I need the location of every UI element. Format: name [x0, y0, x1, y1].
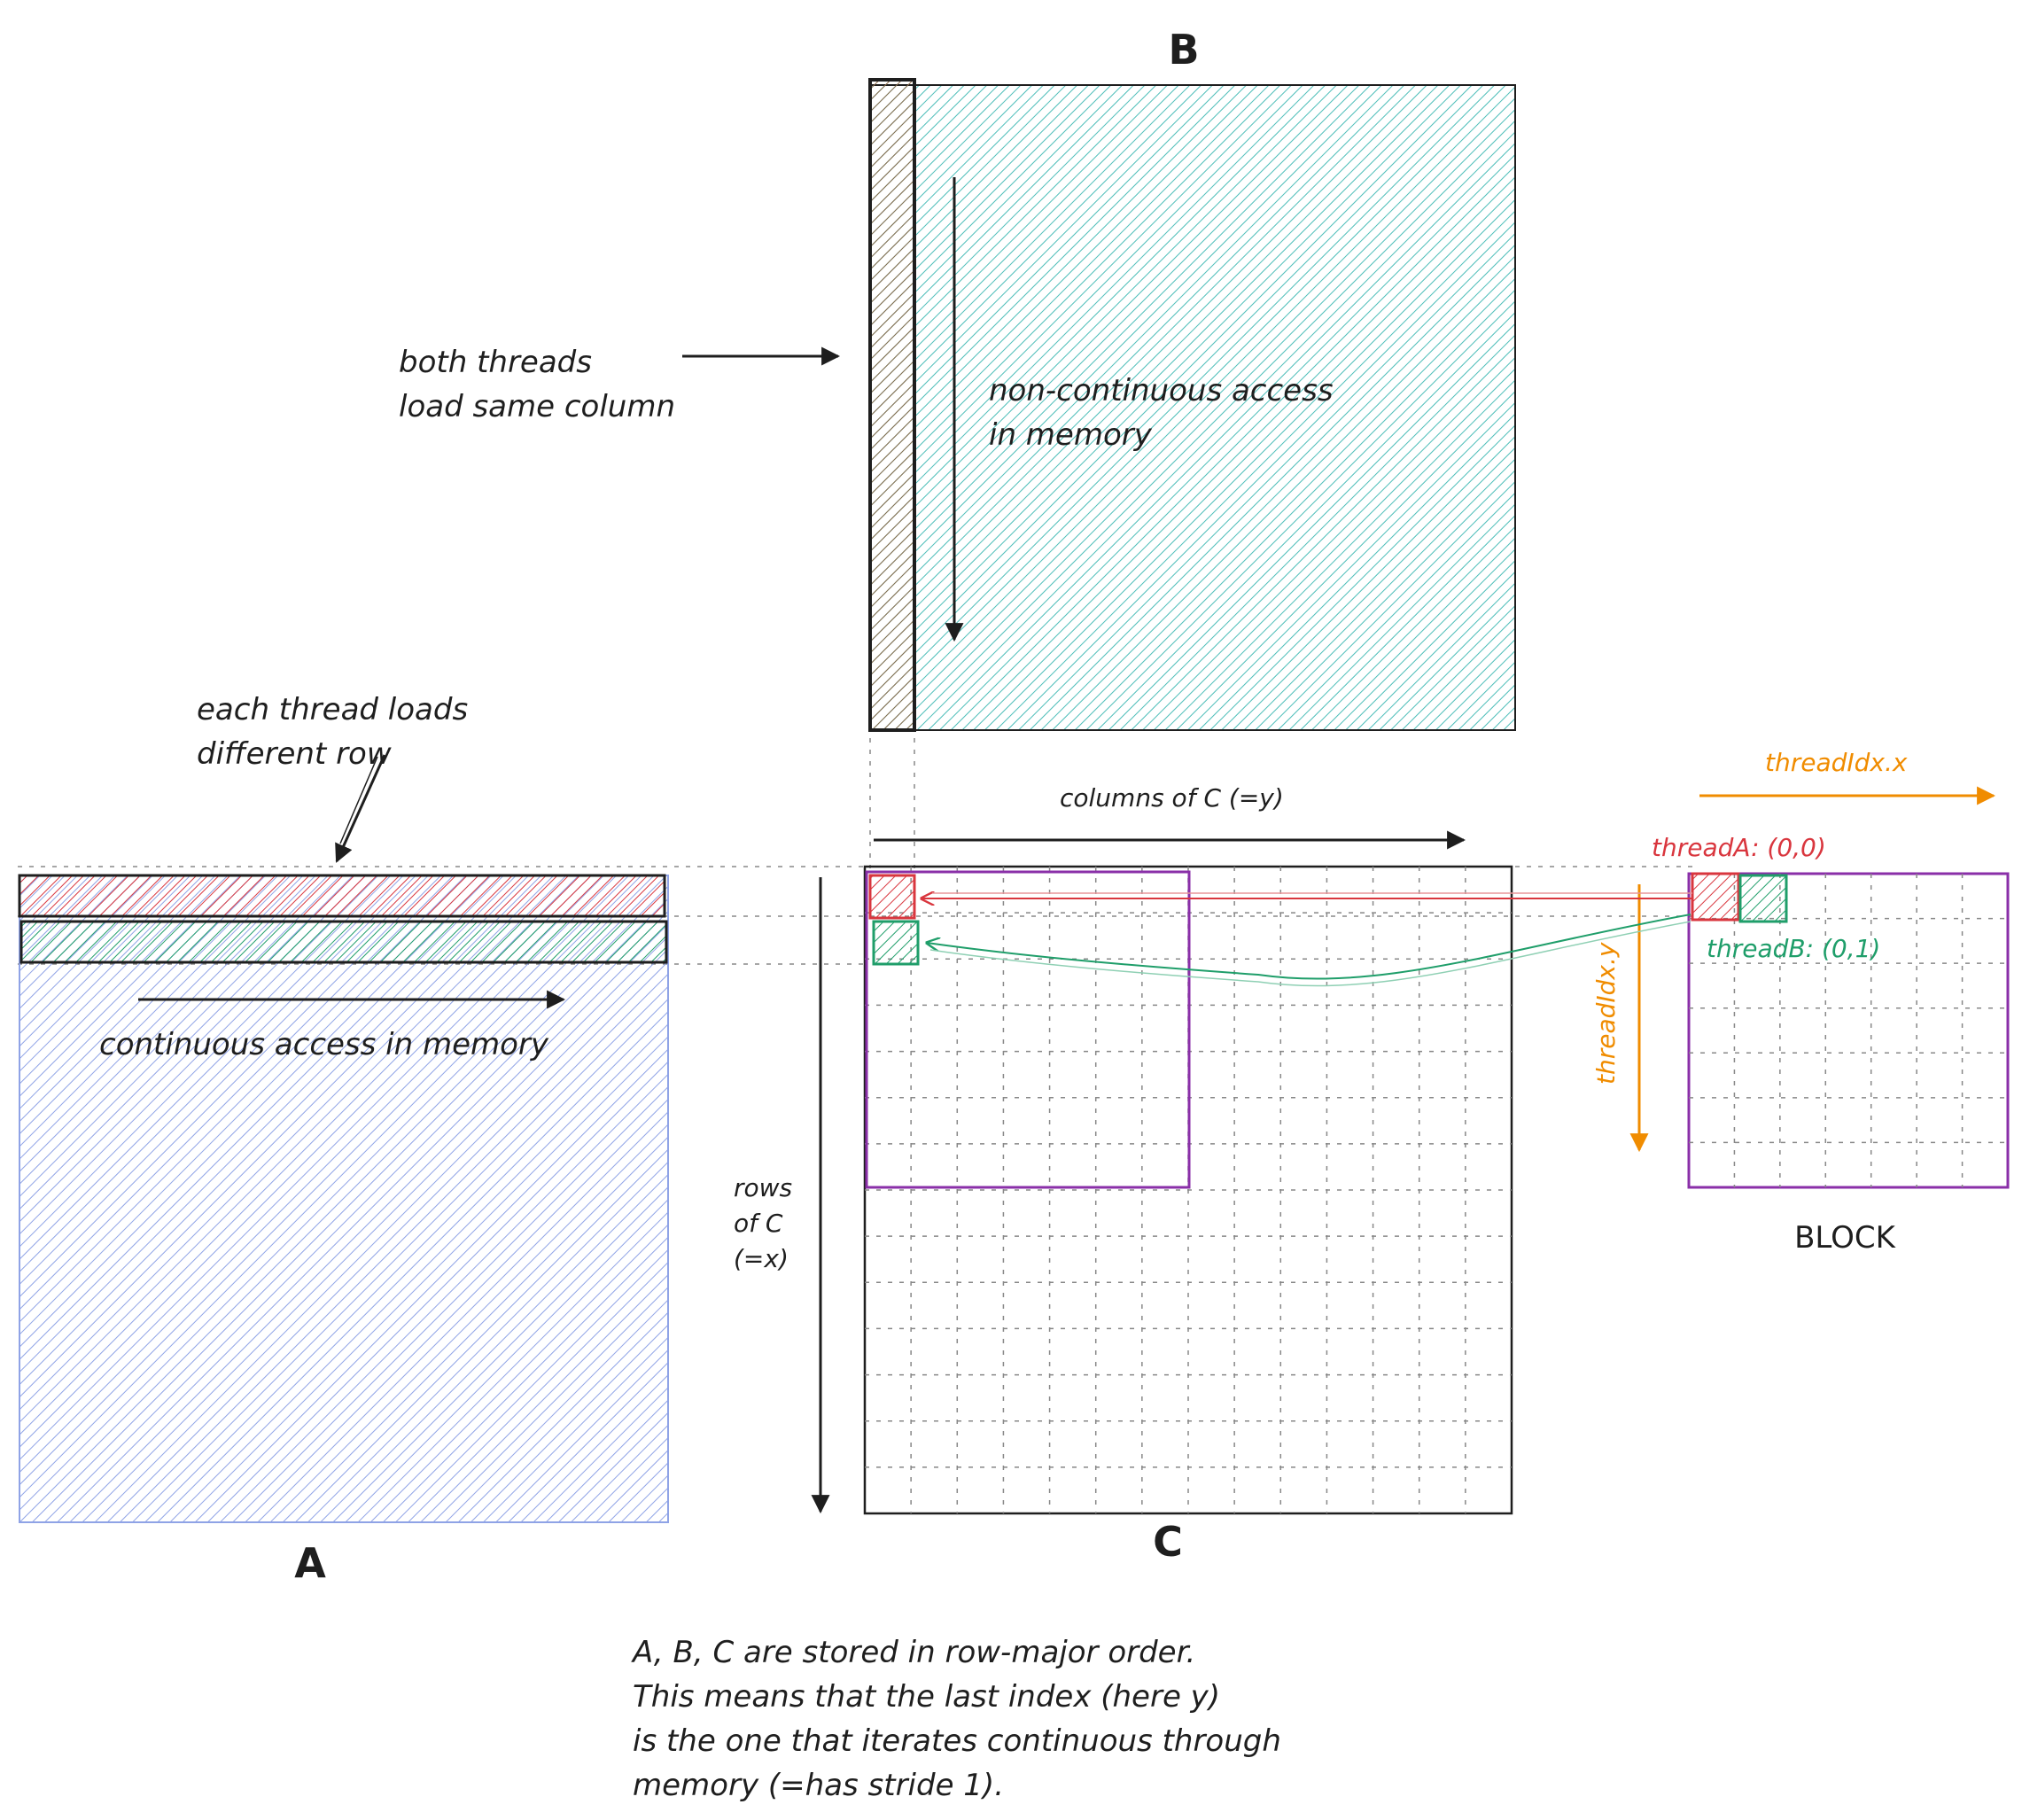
footnote-line3: is the one that iterates continuous thro… — [633, 1723, 1281, 1759]
each-thread-pointer-arrow — [335, 754, 386, 863]
footnote-line4: memory (=has stride 1). — [633, 1768, 1004, 1803]
thread-b-mapping-arrow-shadow — [929, 921, 1691, 987]
footnote-line2: This means that the last index (here y) — [633, 1679, 1220, 1715]
thread-idx-y-text: threadIdx.y — [1591, 942, 1621, 1085]
matrix-a-label: A — [294, 1539, 326, 1587]
matrix-c-label: C — [1153, 1518, 1183, 1566]
rows-of-c-text-line3: (=x) — [734, 1244, 789, 1273]
thread-b-text: threadB: (0,1) — [1707, 934, 1880, 963]
matrix-a — [18, 874, 669, 1523]
columns-of-c-text: columns of C (=y) — [1060, 783, 1284, 813]
matrix-b-label: B — [1168, 26, 1199, 74]
block-grid — [1689, 874, 2008, 1187]
matrix-c-cell-thread-a — [868, 874, 916, 920]
matrix-c-cell-thread-b — [872, 920, 920, 966]
non-continuous-text-line1: non-continuous access — [989, 373, 1334, 408]
thread-a-text: threadA: (0,0) — [1652, 833, 1826, 862]
each-thread-text-line1: each thread loads — [197, 692, 468, 727]
thread-b-mapping-arrow — [927, 914, 1691, 980]
footnote-line1: A, B, C are stored in row-major order. — [631, 1635, 1195, 1670]
each-thread-pointer-arrow-stroke2 — [339, 756, 378, 844]
thread-idx-x-text: threadIdx.x — [1765, 748, 1908, 777]
matrix-b — [868, 78, 1516, 732]
matrix-a-thread-b-row — [19, 920, 668, 964]
each-thread-text-line2: different row — [197, 736, 392, 772]
block — [1687, 872, 2010, 1189]
matrix-c-grid — [865, 867, 1512, 1513]
rows-of-c-text-line1: rows — [734, 1173, 792, 1202]
matrix-c-block-outline — [865, 870, 1191, 1189]
block-cell-thread-a — [1691, 872, 1740, 922]
matrix-a-thread-a-row — [18, 874, 666, 918]
continuous-access-text: continuous access in memory — [99, 1027, 549, 1062]
matrix-c — [863, 865, 1513, 1515]
block-cell-thread-b — [1738, 874, 1788, 923]
both-threads-text-line1: both threads — [399, 345, 592, 380]
both-threads-text-line2: load same column — [399, 389, 675, 424]
matrix-b-shared-column — [868, 78, 916, 732]
rows-of-c-text-line2: of C — [734, 1209, 783, 1238]
block-label: BLOCK — [1794, 1220, 1897, 1256]
non-continuous-text-line2: in memory — [989, 417, 1153, 453]
